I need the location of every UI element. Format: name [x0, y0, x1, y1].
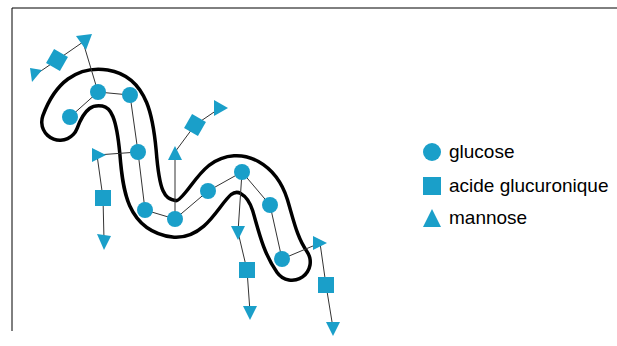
backbone-band [60, 87, 292, 262]
legend-text: mannose [449, 208, 527, 228]
legend-square [423, 177, 441, 195]
glucuronic-units [46, 49, 334, 293]
chain-links [35, 42, 333, 328]
mannose-units [30, 34, 340, 336]
legend-circle [423, 143, 441, 161]
legend-text: acide glucuronique [449, 176, 609, 196]
legend-triangle [423, 209, 441, 227]
legend-text: glucose [449, 142, 515, 162]
frame [12, 8, 617, 331]
legend-samples [423, 143, 441, 227]
glucose-units [62, 84, 290, 267]
